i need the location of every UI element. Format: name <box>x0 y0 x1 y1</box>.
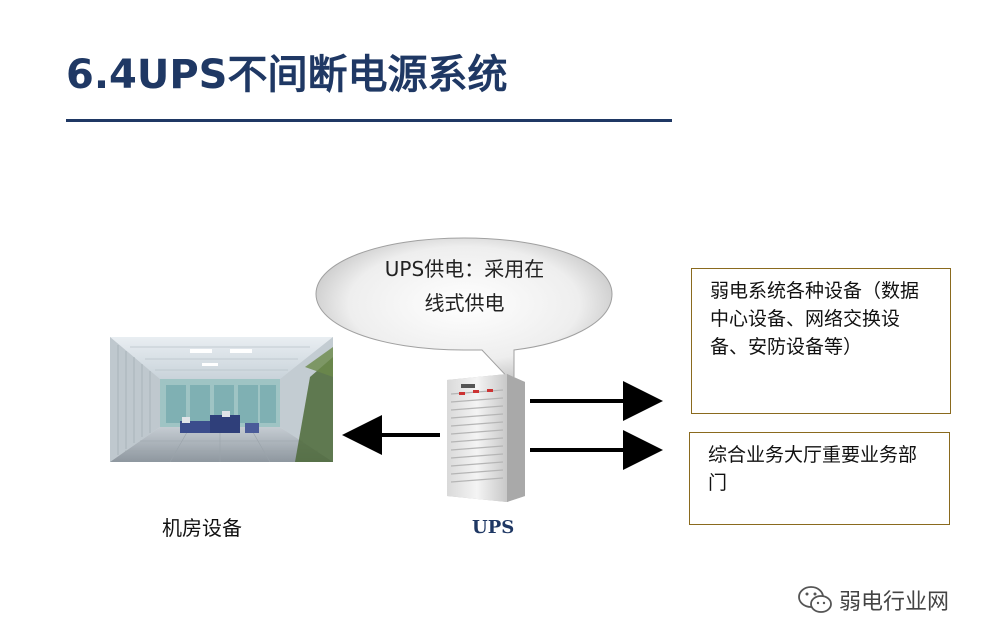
slide-title: 6.4UPS不间断电源系统 <box>66 52 508 98</box>
bubble-line-2: 线式供电 <box>424 291 505 315</box>
bubble-line-1: UPS供电：采用在 <box>384 257 545 281</box>
flow-arrows <box>342 381 663 470</box>
ups-label: UPS <box>472 517 515 538</box>
business-hall-box: 综合业务大厅重要业务部门 <box>689 432 950 525</box>
watermark-text: 弱电行业网 <box>839 590 950 615</box>
watermark: 弱电行业网 <box>795 580 985 620</box>
room-equipment-label: 机房设备 <box>162 516 242 540</box>
server-room-image <box>110 337 333 462</box>
title-underline <box>66 119 672 122</box>
weak-current-devices-box: 弱电系统各种设备（数据中心设备、网络交换设备、安防设备等） <box>691 268 951 414</box>
ups-cabinet-image <box>447 374 525 502</box>
wechat-icon <box>798 586 832 613</box>
speech-bubble <box>315 237 613 386</box>
bubble-text: UPS供电：采用在 线式供电 <box>352 252 577 320</box>
